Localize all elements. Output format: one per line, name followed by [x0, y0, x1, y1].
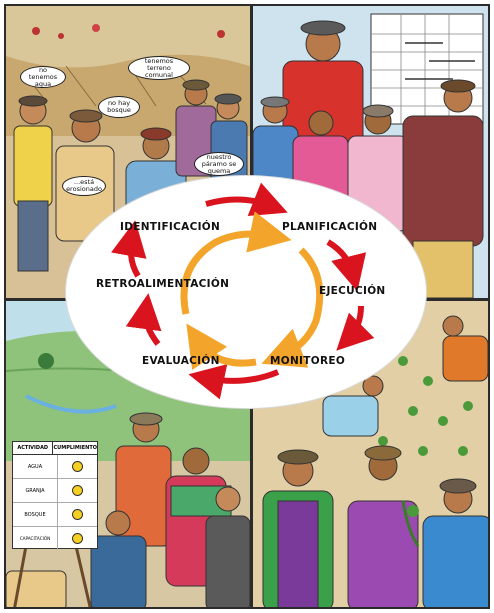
- board-row-label: CAPACITACIÓN: [13, 527, 58, 550]
- speech-bubble: nuestro páramo se quema: [194, 152, 244, 176]
- stage-monitoreo: MONITOREO: [270, 355, 346, 367]
- stage-ejecucion: EJECUCIÓN: [319, 285, 386, 297]
- board-row: GRANJA: [13, 479, 97, 503]
- board-row: BOSQUE: [13, 503, 97, 527]
- cycle-arrows: [111, 182, 375, 400]
- smiley-icon: [58, 503, 97, 526]
- inner-arrow-2: [261, 247, 324, 368]
- board-row: AGUA: [13, 455, 97, 479]
- stage-evaluacion: EVALUACIÓN: [142, 355, 220, 367]
- arrow-ejecucion-monitoreo: [336, 305, 375, 351]
- smiley-icon: [58, 479, 97, 502]
- board-row-label: AGUA: [13, 455, 58, 478]
- arrow-identificacion-planificacion: [205, 182, 288, 217]
- evaluation-board: ACTIVIDAD CUMPLIMIENTO AGUA GRANJA BOSQU…: [12, 441, 98, 550]
- speech-bubble: no tenemos agua: [20, 66, 66, 88]
- speech-bubble: ...está erosionado: [62, 176, 106, 196]
- board-header-activity: ACTIVIDAD: [13, 442, 54, 454]
- board-row-label: BOSQUE: [13, 503, 58, 526]
- panel-planning-art: [253, 6, 488, 298]
- panel-planning: [253, 6, 488, 298]
- arrow-retroalimentacion-identificacion: [111, 220, 147, 278]
- smiley-icon: [58, 455, 97, 478]
- board-row-label: GRANJA: [13, 479, 58, 502]
- arrow-evaluacion-retroalimentacion: [125, 293, 162, 346]
- stage-planificacion: PLANIFICACIÓN: [282, 221, 378, 233]
- inner-arrow-3: [186, 323, 257, 371]
- smiley-icon: [58, 527, 97, 550]
- stage-retroalimentacion: RETROALIMENTACIÓN: [96, 278, 230, 290]
- arrow-planificacion-ejecucion: [326, 239, 367, 292]
- inner-arrow-1: [180, 211, 292, 315]
- arrow-monitoreo-evaluacion: [188, 364, 280, 400]
- comic-frame: ACTIVIDAD CUMPLIMIENTO AGUA GRANJA BOSQU…: [4, 4, 490, 609]
- speech-bubble: tenemos terreno comunal: [128, 56, 190, 80]
- cycle-background: [66, 176, 426, 408]
- board-row: CAPACITACIÓN: [13, 527, 97, 550]
- speech-bubble: no hay bosque: [98, 96, 140, 118]
- board-header-compliance: CUMPLIMIENTO: [53, 445, 97, 451]
- stage-identificacion: IDENTIFICACIÓN: [120, 221, 221, 233]
